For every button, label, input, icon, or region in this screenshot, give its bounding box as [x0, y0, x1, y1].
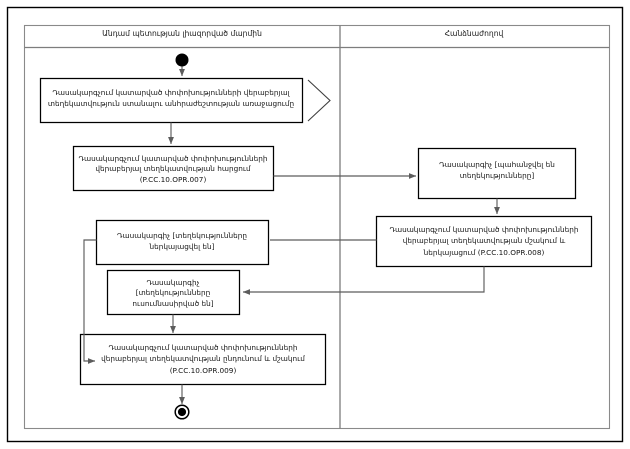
node-n7-line-1: Դասակարգչում կատարված փոփոխությունների	[108, 343, 297, 352]
node-n3-line-1: Դասակարգիչ [պահանջվել են	[439, 160, 555, 169]
node-n5-line-1: Դասակարգիչ [տեղեկությունները	[117, 231, 247, 240]
node-n7-line-3: (P.CC.10.OPR.009)	[170, 366, 237, 375]
node-n7[interactable]	[79, 333, 327, 386]
node-n7-line-2: վերաբերյալ տեղեկատվության ընդունում և մշ…	[101, 354, 305, 363]
node-n1-line-2: տեղեկատվություն ստանալու անհրաժեշտության…	[48, 99, 294, 108]
flow-n5-to-n7	[83, 239, 97, 364]
node-n2-line-3: (P.CC.10.OPR.007)	[140, 175, 207, 184]
node-n6-line-2: [տեղեկությունները	[136, 288, 211, 297]
node-n6[interactable]	[106, 269, 241, 316]
node-n4-line-2: վերաբերյալ տեղեկատվության մշակում և	[403, 236, 566, 245]
node-n5[interactable]	[95, 219, 270, 266]
node-n4-line-3: ներկայացում (P.CC.10.OPR.008)	[423, 248, 545, 257]
node-n5-line-2: ներկայացվել են]	[149, 242, 215, 251]
node-n2-line-1: Դասակարգչում կատարված փոփոխությունների	[78, 154, 267, 163]
node-n3-line-2: տեղեկությունները]	[460, 171, 535, 180]
diagram-frame	[6, 6, 624, 443]
swimlane-container	[23, 24, 611, 430]
node-n6-line-1: Դասակարգիչ	[146, 278, 199, 287]
node-n4-line-1: Դասակարգչում կատարված փոփոխությունների	[389, 225, 578, 234]
node-n2[interactable]	[72, 145, 275, 192]
swimlane-title-left: Անդամ պետության լիազորված մարմին	[102, 29, 262, 38]
node-n2-line-2: վերաբերյալ տեղեկատվության հարցում	[95, 164, 251, 173]
flow-n4-to-n6	[242, 266, 485, 295]
node-n3[interactable]	[417, 147, 577, 200]
node-n1[interactable]	[39, 77, 304, 124]
node-n1-line-1: Դասակարգչում կատարված փոփոխությունների վ…	[52, 88, 290, 97]
swimlane-title-right: Հանձնաժողով	[445, 29, 504, 38]
node-n6-line-3: ուսումնասիրված են]	[132, 299, 213, 308]
accept-event-chevron-icon	[307, 79, 331, 122]
initial-node	[175, 53, 189, 67]
final-node-core	[177, 407, 187, 417]
